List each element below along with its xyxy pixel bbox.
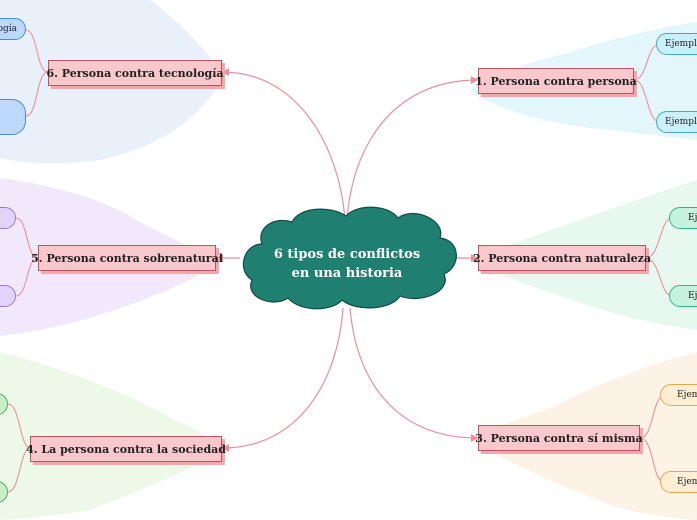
branch-persona-contra-persona[interactable]: 1. Persona contra persona	[475, 68, 637, 94]
leaf-connector-b6-b	[25, 71, 49, 117]
arrow-b3	[471, 434, 478, 442]
leaf-label: Ejemplo	[665, 39, 697, 49]
branch-label: 3. Persona contra sí misma	[475, 431, 643, 445]
leaf-connector-b5-a	[15, 217, 39, 259]
connector-b1	[346, 79, 479, 221]
branch-label: 1. Persona contra persona	[475, 74, 637, 88]
branch-label: 6. Persona contra tecnología	[46, 66, 224, 80]
leaf-b5-top[interactable]	[0, 207, 16, 229]
leaf-b1-top[interactable]: Ejemplo	[656, 33, 697, 55]
arrow-b2	[471, 254, 478, 262]
arrow-b5	[216, 254, 223, 262]
branch-persona-contra-sociedad[interactable]: 4. La persona contra la sociedad	[26, 436, 226, 462]
leaf-b2-bottom[interactable]: Ejemplo	[669, 285, 697, 307]
branch-persona-contra-naturaleza[interactable]: 2. Persona contra naturaleza	[473, 245, 651, 271]
leaf-label: Ejemplo de tecnología	[0, 24, 17, 34]
leaf-label: Ejemplo	[688, 291, 697, 301]
leaf-b5-bottom[interactable]	[0, 285, 16, 307]
arrow-b1	[471, 76, 478, 84]
leaf-b6-bottom[interactable]	[0, 99, 26, 135]
connector-b4	[221, 307, 344, 449]
leaf-b3-bottom[interactable]: Ejemplo	[660, 471, 697, 493]
central-topic-line1: 6 tipos de conflictos	[273, 247, 421, 262]
branch-persona-contra-sobrenatural[interactable]: 5. Persona contra sobrenatural	[31, 245, 223, 271]
leaf-label: Ejemplo	[688, 213, 697, 223]
arrow-b4	[222, 444, 229, 452]
central-topic-line2: en una historia	[291, 266, 403, 281]
connector-b6	[221, 71, 346, 221]
leaf-connector-b4-a	[7, 403, 31, 449]
leaf-label: Ejemplo	[665, 117, 697, 127]
leaf-connector-b4-b	[7, 447, 31, 493]
leaf-b2-top[interactable]: Ejemplo	[669, 207, 697, 229]
connector-b3	[349, 307, 479, 439]
leaf-b3-top[interactable]: Ejemplo	[660, 384, 697, 406]
branch-label: 4. La persona contra la sociedad	[26, 442, 226, 456]
central-topic[interactable]: 6 tipos de conflictos en una historia	[258, 236, 436, 292]
leaf-b6-top[interactable]: Ejemplo de tecnología	[0, 18, 26, 40]
branch-label: 2. Persona contra naturaleza	[472, 251, 652, 265]
leaf-connector-b5-b	[15, 257, 39, 297]
leaf-label: Ejemplo	[677, 477, 697, 487]
leaf-connector-b6-a	[25, 29, 49, 73]
central-cloud-shape	[242, 206, 457, 310]
leaf-label: Ejemplo	[677, 390, 697, 400]
branch-persona-contra-tecnologia[interactable]: 6. Persona contra tecnología	[46, 60, 224, 86]
leaf-b1-bottom[interactable]: Ejemplo	[656, 111, 697, 133]
branch-label: 5. Persona contra sobrenatural	[31, 251, 223, 265]
arrow-b6	[222, 68, 229, 76]
branch-persona-contra-si-misma[interactable]: 3. Persona contra sí misma	[475, 425, 643, 451]
